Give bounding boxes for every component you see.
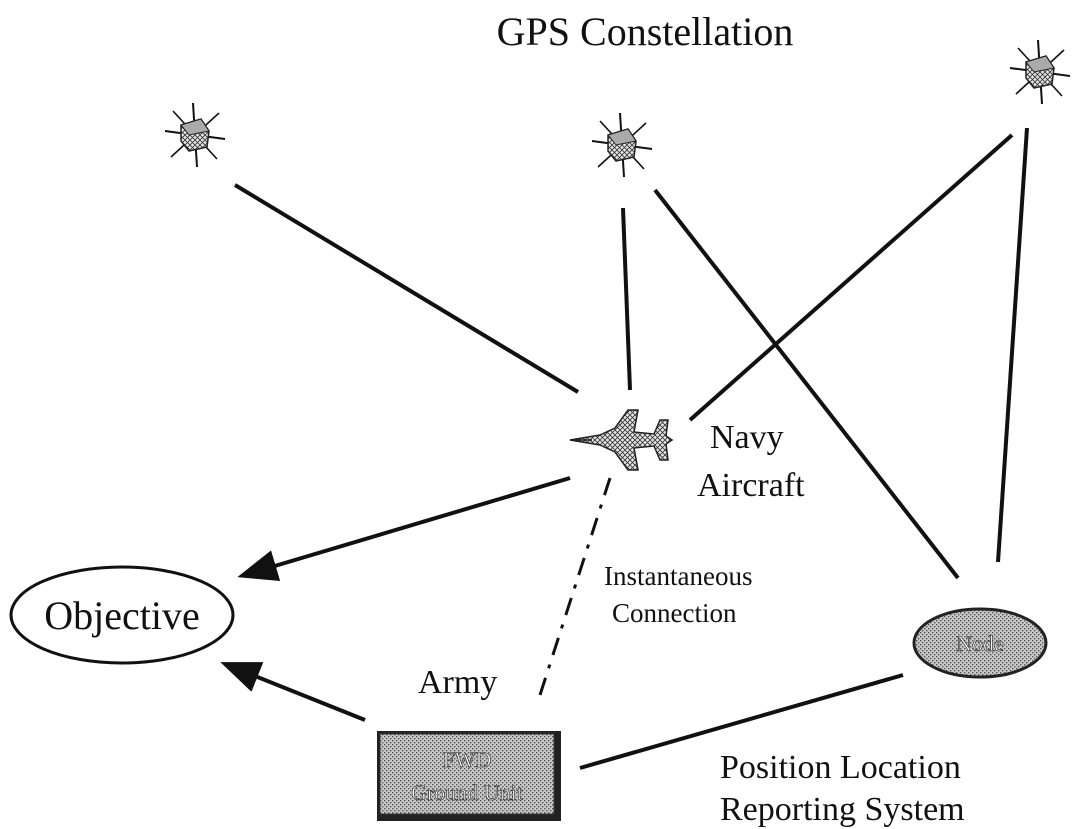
link-sat2-aircraft <box>621 207 632 391</box>
instantaneous-label: Instantaneous <box>604 561 752 591</box>
arrow-aircraft-to-objective <box>237 476 571 582</box>
satellite-icon <box>591 112 653 178</box>
link-sat2-node <box>653 188 960 580</box>
navy-label: Navy <box>710 419 784 456</box>
link-node-ground-unit <box>579 673 904 770</box>
link-sat3-node <box>996 127 1029 563</box>
satellite-icon <box>164 102 226 168</box>
position-location-label: Position Location <box>720 749 961 786</box>
node-node: Node <box>912 607 1048 679</box>
reporting-system-label: Reporting System <box>720 791 965 828</box>
connection-label: Connection <box>612 598 737 628</box>
army-label: Army <box>418 664 497 701</box>
node-label: Node <box>956 631 1004 656</box>
diagram-title: GPS Constellation <box>497 9 794 54</box>
link-sat1-aircraft <box>233 183 580 394</box>
arrow-ground-to-objective <box>220 662 366 722</box>
ground-unit-label: Ground Unit <box>411 780 523 805</box>
fighter-jet-icon <box>569 409 674 471</box>
fwd-ground-unit: FWD Ground Unit <box>377 731 561 821</box>
aircraft-label: Aircraft <box>697 467 805 504</box>
fwd-label: FWD <box>443 747 492 772</box>
link-sat3-aircraft <box>688 133 1014 422</box>
objective-label: Objective <box>44 593 200 638</box>
instantaneous-connection-line <box>538 477 612 696</box>
objective-node: Objective <box>9 565 235 665</box>
satellite-icon <box>1009 39 1071 105</box>
